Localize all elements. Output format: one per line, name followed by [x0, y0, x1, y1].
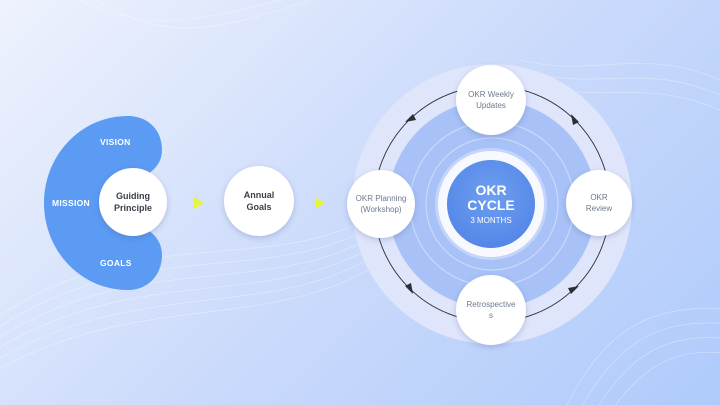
cycle-arrow-icon — [405, 114, 416, 122]
arrow-right-icon — [315, 197, 325, 209]
okr-planning-label: OKR Planning (Workshop) — [355, 194, 407, 214]
okr-cycle-subtitle: 3 MONTHS — [470, 216, 512, 225]
mission-label: MISSION — [52, 198, 90, 208]
okr-cycle-title: OKR CYCLE — [467, 182, 515, 213]
retrospectives-label: Retrospectives — [466, 300, 516, 320]
okr-review-label: OKR Review — [585, 193, 613, 213]
cycle-arrow-icon — [568, 286, 579, 294]
guiding-principle-label: Guiding Principle — [113, 191, 152, 213]
okr-review-node: OKR Review — [566, 170, 632, 236]
arrow-right-icon — [194, 197, 204, 209]
guiding-principle-node: Guiding Principle — [99, 168, 167, 236]
okr-weekly-updates-label: OKR Weekly Updates — [468, 90, 514, 110]
vision-label: VISION — [100, 137, 131, 147]
goals-label: GOALS — [100, 258, 132, 268]
okr-cycle-core: OKR CYCLE 3 MONTHS — [447, 160, 535, 248]
cycle-arrow-icon — [571, 114, 579, 125]
retrospectives-node: Retrospectives — [456, 275, 526, 345]
okr-planning-node: OKR Planning (Workshop) — [347, 170, 415, 238]
annual-goals-node: Annual Goals — [224, 166, 294, 236]
annual-goals-label: Annual Goals — [243, 190, 275, 212]
inner-ring-line — [425, 137, 559, 271]
okr-weekly-updates-node: OKR Weekly Updates — [456, 65, 526, 135]
cycle-arrow-icon — [405, 283, 413, 294]
